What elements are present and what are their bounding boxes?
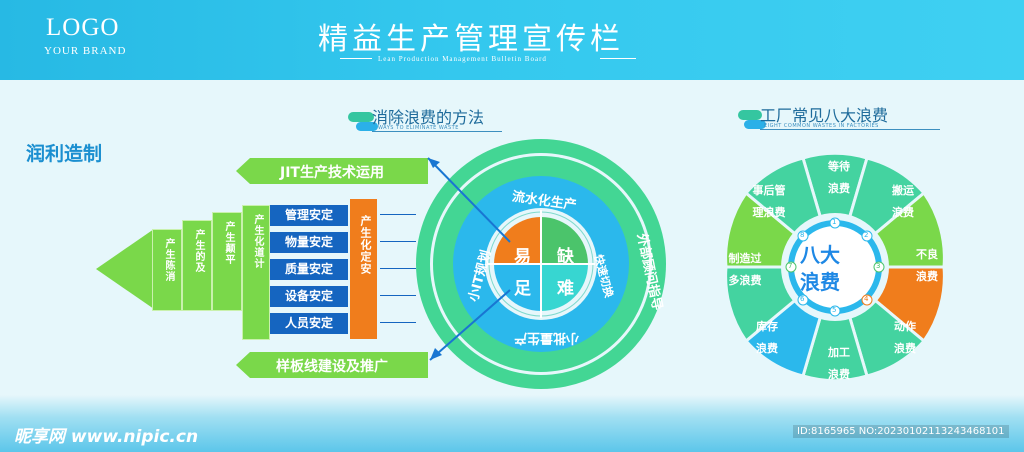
waste-overproduction: 制造过多浪费 [728, 252, 762, 287]
wheel-num-1: 1 [832, 218, 837, 226]
column-2-text: 产生的及 [193, 229, 204, 273]
model-line-arrow-head [236, 352, 250, 378]
waste-section-subtitle: EIGHT COMMON WASTES IN FACTORIES [764, 123, 879, 129]
small-arrow-3 [380, 268, 416, 269]
column-2: 产生的及 [182, 220, 212, 311]
page-subtitle: Lean Production Management Bulletin Boar… [378, 55, 547, 63]
small-arrow-5 [380, 322, 416, 323]
safe-box-quality: 质量安定 [270, 259, 348, 280]
small-arrow-2 [380, 241, 416, 242]
section-pill-blue [356, 122, 378, 131]
column-4-text: 产生化道计 [252, 214, 263, 269]
quadrant-lack [541, 217, 588, 264]
column-4: 产生化道计 [242, 205, 270, 340]
wheel-num-7: 7 [788, 262, 793, 270]
subtitle-line-right [600, 58, 636, 59]
safe-box-personnel: 人员安定 [270, 313, 348, 334]
safe-box-material: 物量安定 [270, 232, 348, 253]
waste-transport: 搬运浪费 [892, 184, 914, 219]
waste-aftermath: 事后管理浪费 [752, 184, 786, 219]
waste-section-title: 工厂常见八大浪费 [760, 106, 889, 125]
jit-arrow-head [236, 158, 250, 184]
waste-wheel [724, 151, 946, 383]
footer-band [0, 395, 1024, 452]
quadrant-easy [494, 217, 541, 264]
methods-title-underline [372, 131, 502, 132]
jit-arrow-body [250, 158, 428, 184]
waste-pill-blue [744, 120, 766, 129]
waste-processing: 加工浪费 [828, 346, 850, 381]
waste-inventory: 库存浪费 [756, 320, 778, 355]
waste-pill-green [738, 110, 762, 120]
page-title: 精益生产管理宣传栏 [318, 22, 624, 57]
column-1: 产生陈消 [152, 229, 182, 311]
orange-column-text: 产生化定安 [359, 215, 372, 275]
waste-defect: 不良浪费 [916, 248, 938, 283]
wheel-num-3: 3 [876, 262, 881, 270]
wheel-center-line2: 浪费 [800, 270, 840, 294]
methods-section-subtitle: WAYS TO ELIMINATE WASTE [378, 125, 459, 131]
wheel-num-4: 4 [864, 295, 869, 303]
quadrant-enough [494, 264, 541, 311]
jit-arrow-label: JIT生产技术运用 [280, 165, 384, 181]
methods-circle [416, 139, 666, 389]
quadrant-hard [541, 264, 588, 311]
safe-box-equipment: 设备安定 [270, 286, 348, 307]
wheel-num-2: 2 [864, 231, 869, 239]
image-id: ID:8165965 NO:20230102113243468101 [793, 425, 1009, 438]
section-pill-green [348, 112, 374, 122]
model-line-arrow-label: 样板线建设及推广 [276, 359, 388, 375]
quadrant-lack-text: 缺 [557, 247, 574, 267]
left-label: 润利造制 [26, 143, 103, 165]
logo-text: LOGO [46, 14, 120, 41]
column-3: 产生颠平 [212, 212, 242, 311]
brand-text: YOUR BRAND [44, 45, 127, 57]
small-arrow-1 [380, 214, 416, 215]
quadrant-easy-text: 易 [514, 247, 531, 267]
wheel-num-6: 6 [800, 295, 805, 303]
safe-box-management: 管理安定 [270, 205, 348, 226]
wheel-num-5: 5 [832, 306, 837, 314]
column-1-text: 产生陈消 [163, 238, 174, 282]
wheel-center-line1: 八大 [800, 243, 840, 267]
watermark: 昵享网 www.nipic.cn [14, 427, 199, 447]
waste-waiting: 等待浪费 [828, 160, 850, 195]
wheel-num-8: 8 [800, 231, 805, 239]
subtitle-line-left [340, 58, 372, 59]
diagonal-arrows [427, 157, 511, 361]
left-arrow-tip [96, 229, 154, 309]
orange-column: 产生化定安 [350, 199, 377, 339]
small-arrow-4 [380, 295, 416, 296]
quadrant-hard-text: 难 [557, 279, 574, 299]
header-band [0, 0, 1024, 80]
waste-title-underline [760, 129, 940, 130]
methods-section-title: 消除浪费的方法 [372, 108, 485, 127]
column-3-text: 产生颠平 [223, 221, 234, 265]
waste-motion: 动作浪费 [894, 320, 916, 355]
model-line-arrow-body [250, 352, 428, 378]
quadrant-enough-text: 足 [514, 279, 531, 299]
